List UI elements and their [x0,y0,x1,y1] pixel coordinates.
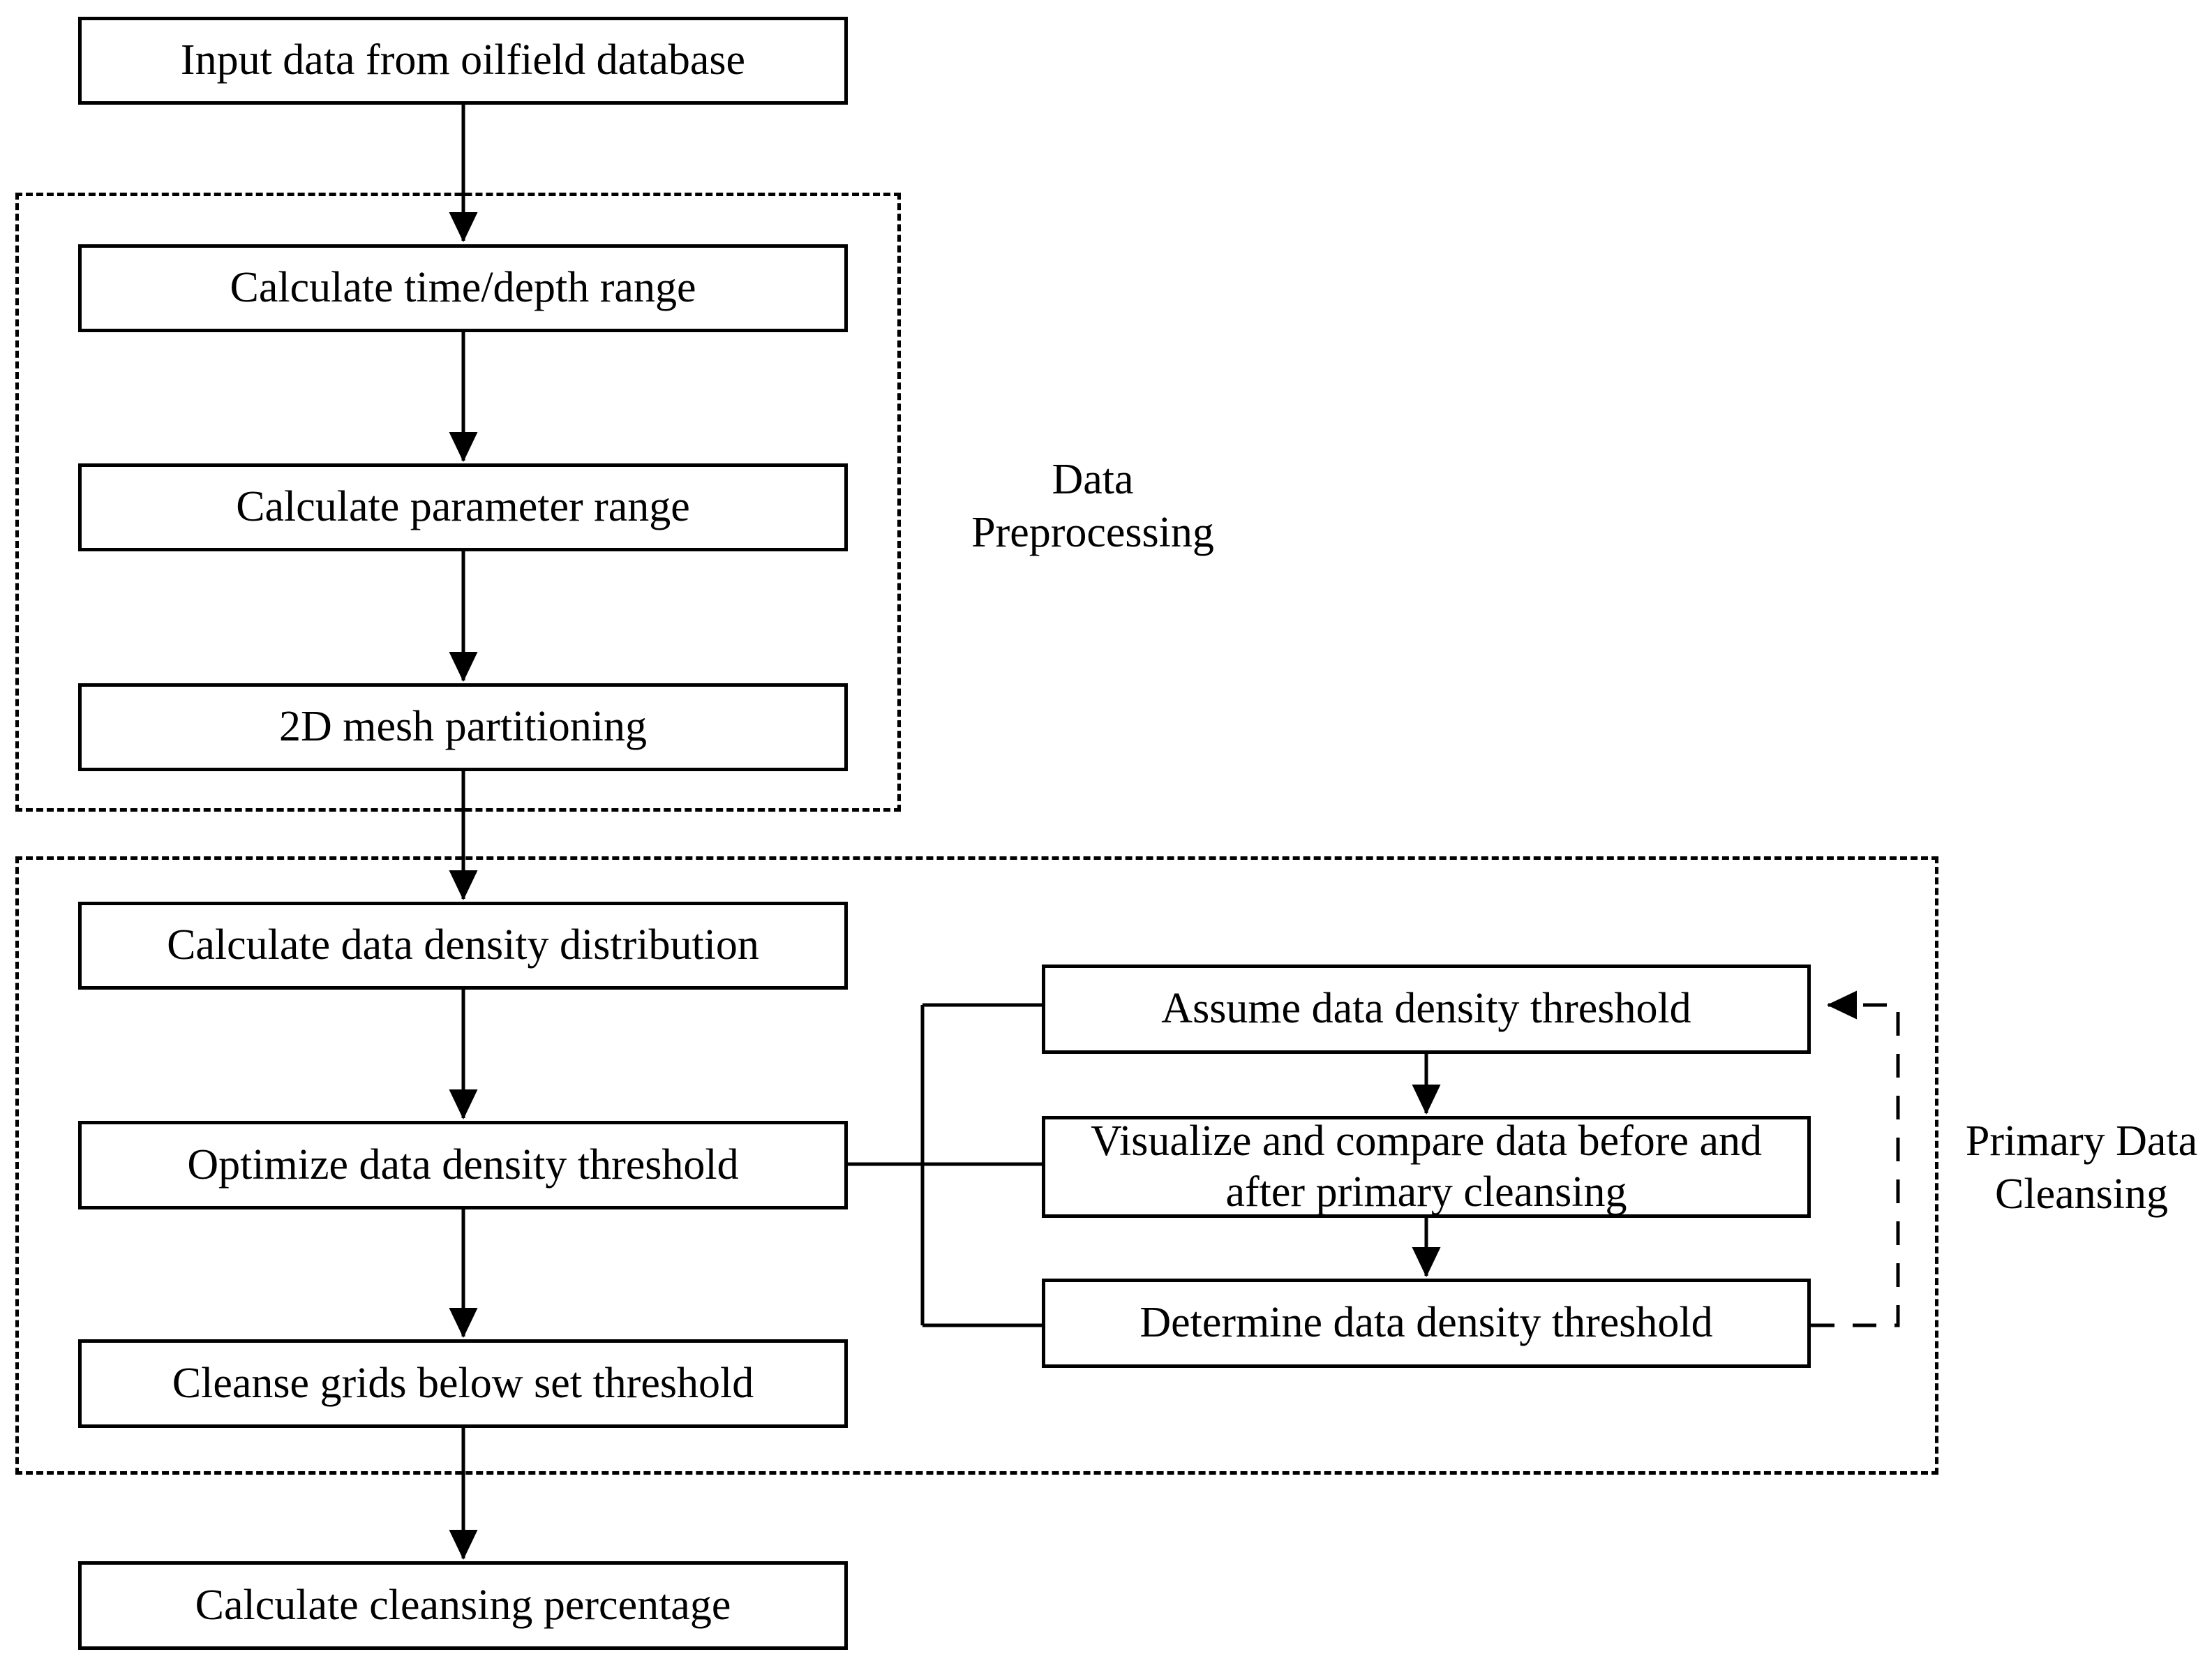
node-2d-mesh-partitioning[interactable]: 2D mesh partitioning [78,683,848,771]
group-label-primary-data-cleansing: Primary Data Cleansing [1965,1117,2198,1218]
node-optimize-data-density-threshold[interactable]: Optimize data density threshold [78,1121,848,1209]
group-label-data-preprocessing: Data Preprocessing [971,456,1214,556]
node-calculate-data-density-distribution[interactable]: Calculate data density distribution [78,902,848,990]
node-assume-data-density-threshold[interactable]: Assume data density threshold [1042,965,1811,1054]
node-input-data[interactable]: Input data from oilfield database [78,17,848,105]
node-cleanse-grids-below-set-threshold[interactable]: Cleanse grids below set threshold [78,1339,848,1428]
node-visualize-and-compare-data[interactable]: Visualize and compare data before and af… [1042,1116,1811,1218]
node-calculate-time-depth-range[interactable]: Calculate time/depth range [78,244,848,332]
edge-determine-feedback-to-assume [1811,990,1900,1327]
node-calculate-cleansing-percentage[interactable]: Calculate cleansing percentage [78,1561,848,1650]
node-calculate-parameter-range[interactable]: Calculate parameter range [78,463,848,551]
node-determine-data-density-threshold[interactable]: Determine data density threshold [1042,1279,1811,1368]
